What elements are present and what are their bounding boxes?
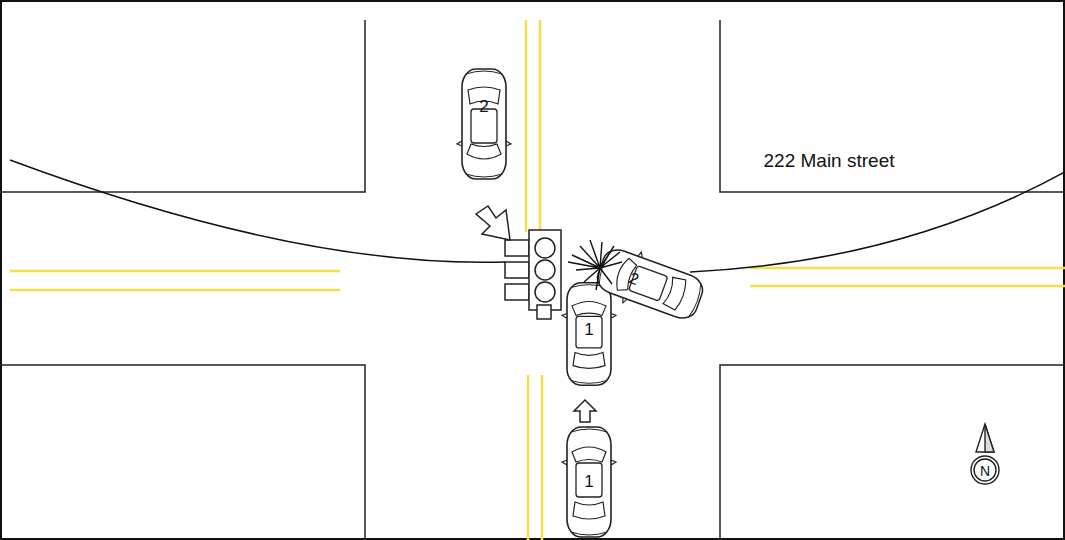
vehicle-1-before	[562, 427, 616, 537]
north-arrow	[971, 424, 999, 484]
curbs	[0, 20, 1065, 540]
impact-burst	[568, 240, 622, 290]
pointer-arrow	[476, 206, 510, 240]
vehicle-2-before	[457, 69, 511, 179]
compass-letter: N	[980, 464, 990, 478]
callout-number: 2	[479, 98, 488, 115]
center-lines	[10, 20, 1065, 540]
vehicle-1-impact	[562, 283, 616, 385]
direction-arrow	[574, 400, 596, 422]
address-label: 222 Main street	[764, 151, 895, 170]
traffic-light	[505, 230, 561, 319]
signal-wire	[10, 160, 1065, 272]
callout-number: 1	[584, 473, 593, 490]
callout-number: 1	[584, 321, 593, 338]
